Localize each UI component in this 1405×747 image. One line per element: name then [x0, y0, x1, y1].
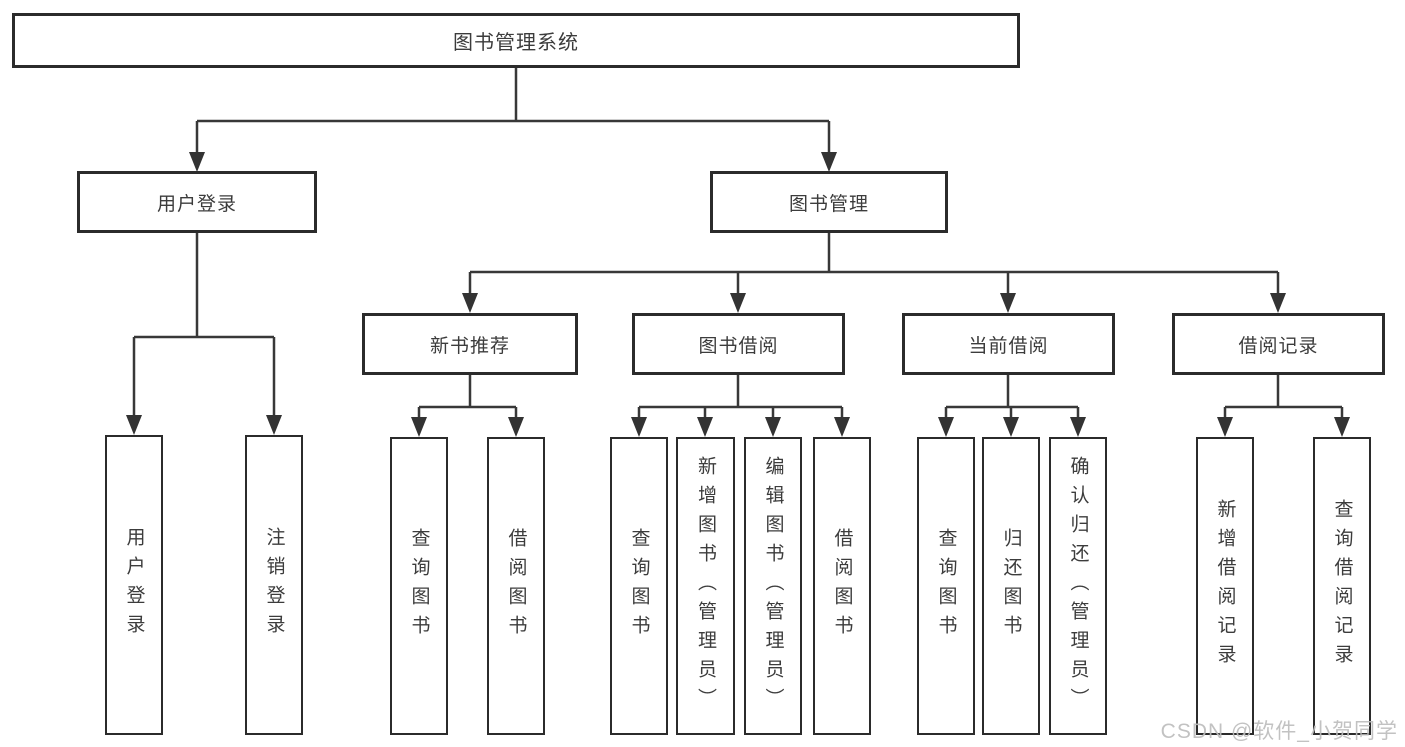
- node-new-book-recommendation: 新书推荐: [362, 313, 578, 375]
- leaf-return-books: 归还图书: [982, 437, 1040, 735]
- leaf-borrowing-borrow-books: 借阅图书: [813, 437, 871, 735]
- leaf-user-login: 用户登录: [105, 435, 163, 735]
- node-root-library-system: 图书管理系统: [12, 13, 1020, 68]
- leaf-query-borrow-record: 查询借阅记录: [1313, 437, 1371, 735]
- leaf-borrowing-query-books: 查询图书: [610, 437, 668, 735]
- node-branch-book-management: 图书管理: [710, 171, 948, 233]
- leaf-current-query-books: 查询图书: [917, 437, 975, 735]
- node-current-borrowing: 当前借阅: [902, 313, 1115, 375]
- node-book-borrowing: 图书借阅: [632, 313, 845, 375]
- leaf-logout: 注销登录: [245, 435, 303, 735]
- leaf-add-books-admin: 新增图书（管理员）: [676, 437, 735, 735]
- leaf-recommend-query-books: 查询图书: [390, 437, 448, 735]
- leaf-recommend-borrow-books: 借阅图书: [487, 437, 545, 735]
- node-borrowing-records: 借阅记录: [1172, 313, 1385, 375]
- leaf-edit-books-admin: 编辑图书（管理员）: [744, 437, 802, 735]
- leaf-confirm-return-admin: 确认归还（管理员）: [1049, 437, 1107, 735]
- node-branch-user-login: 用户登录: [77, 171, 317, 233]
- csdn-watermark: CSDN @软件_小贺同学: [1160, 720, 1398, 743]
- leaf-add-borrow-record: 新增借阅记录: [1196, 437, 1254, 735]
